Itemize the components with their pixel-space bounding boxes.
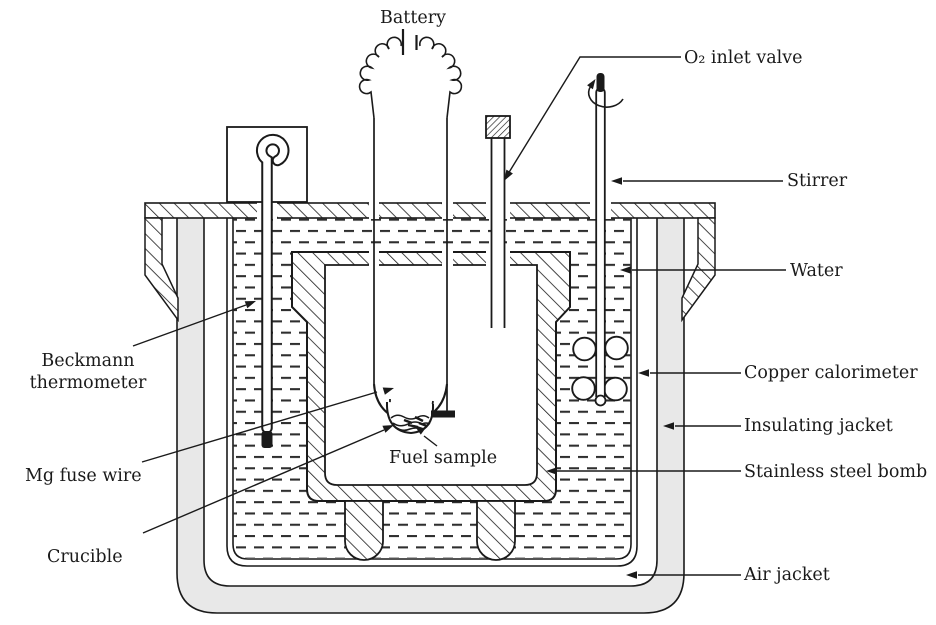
crucible-leader (142, 429, 385, 534)
label-insulating-jacket: Insulating jacket (744, 416, 893, 436)
o2-inlet-tube (485, 115, 511, 328)
label-beckmann-line2: thermometer (30, 373, 147, 393)
copper-calorimeter-arrowhead (638, 369, 649, 377)
battery-circuit (358, 29, 463, 411)
o2-tube-core (492, 137, 504, 328)
air-jacket-arrowhead (626, 571, 637, 579)
o2-arrowhead (504, 169, 513, 181)
lid-hatch (144, 202, 716, 219)
stirrer-paddle-circle (603, 376, 628, 402)
mg-fuse-wire-arrowhead (382, 387, 394, 395)
beckmann-leader (132, 304, 247, 347)
label-stainless-steel-bomb: Stainless steel bomb (744, 462, 927, 482)
bomb-wall-hatch (292, 252, 570, 501)
annotations: Battery O₂ inlet valve Stirrer Water Cop… (25, 8, 927, 585)
fuel-sample-leader (423, 435, 438, 447)
mg-fuse-wire-leader (141, 391, 378, 463)
lid-flange-right-hatch (682, 218, 715, 320)
electrode-terminal-bar (431, 410, 455, 418)
bomb-interior (324, 264, 538, 486)
arrowheads (244, 169, 674, 579)
thermometer-tube-core (257, 135, 288, 432)
o2-inlet-valve-leader (507, 56, 681, 175)
label-stirrer: Stirrer (787, 171, 848, 191)
insulating-jacket-wall (176, 209, 685, 614)
stirrer-rotation-arrowhead (587, 79, 596, 90)
stirrer-rotation-arc (587, 86, 624, 108)
o2-valve-cap (485, 115, 511, 139)
label-beckmann-line1: Beckmann (41, 351, 134, 371)
thermometer-bulb (261, 431, 273, 448)
label-crucible: Crucible (47, 547, 123, 567)
stirrer-paddle-circle (572, 336, 597, 362)
stirrer (571, 73, 629, 407)
label-battery: Battery (380, 8, 446, 28)
crucible-arrowhead (382, 425, 394, 433)
label-air-jacket: Air jacket (743, 565, 830, 585)
leader-lines (132, 56, 786, 576)
bomb-leg-left-hatch (345, 501, 383, 560)
beckmann-arrowhead (244, 301, 256, 309)
stirrer-rod (595, 87, 606, 397)
label-mg-fuse-wire: Mg fuse wire (25, 466, 142, 486)
fuel-sample-arrowhead (414, 425, 426, 435)
stirrer-arrowhead (611, 177, 622, 185)
stirrer-paddle-circle (604, 335, 629, 361)
stirrer-handle (596, 73, 605, 92)
water-arrowhead (620, 266, 631, 274)
label-copper-calorimeter: Copper calorimeter (744, 363, 918, 383)
stirrer-paddle-tip (594, 394, 607, 407)
label-water: Water (790, 261, 843, 281)
copper-calorimeter-wall (226, 209, 638, 567)
crucible-assembly (372, 383, 455, 435)
bomb-leg-right-hatch (477, 501, 515, 560)
battery-coil-right (419, 36, 463, 119)
label-o2-inlet-valve: O₂ inlet valve (684, 48, 803, 68)
lid-flange-left-hatch (145, 218, 178, 320)
battery-coil-left (358, 36, 402, 119)
stirrer-paddle-circle (571, 376, 596, 401)
label-fuel-sample: Fuel sample (389, 448, 497, 468)
insulating-jacket-arrowhead (663, 422, 674, 430)
beckmann-thermometer (226, 126, 308, 448)
stainless-steel-bomb-arrowhead (546, 467, 557, 475)
